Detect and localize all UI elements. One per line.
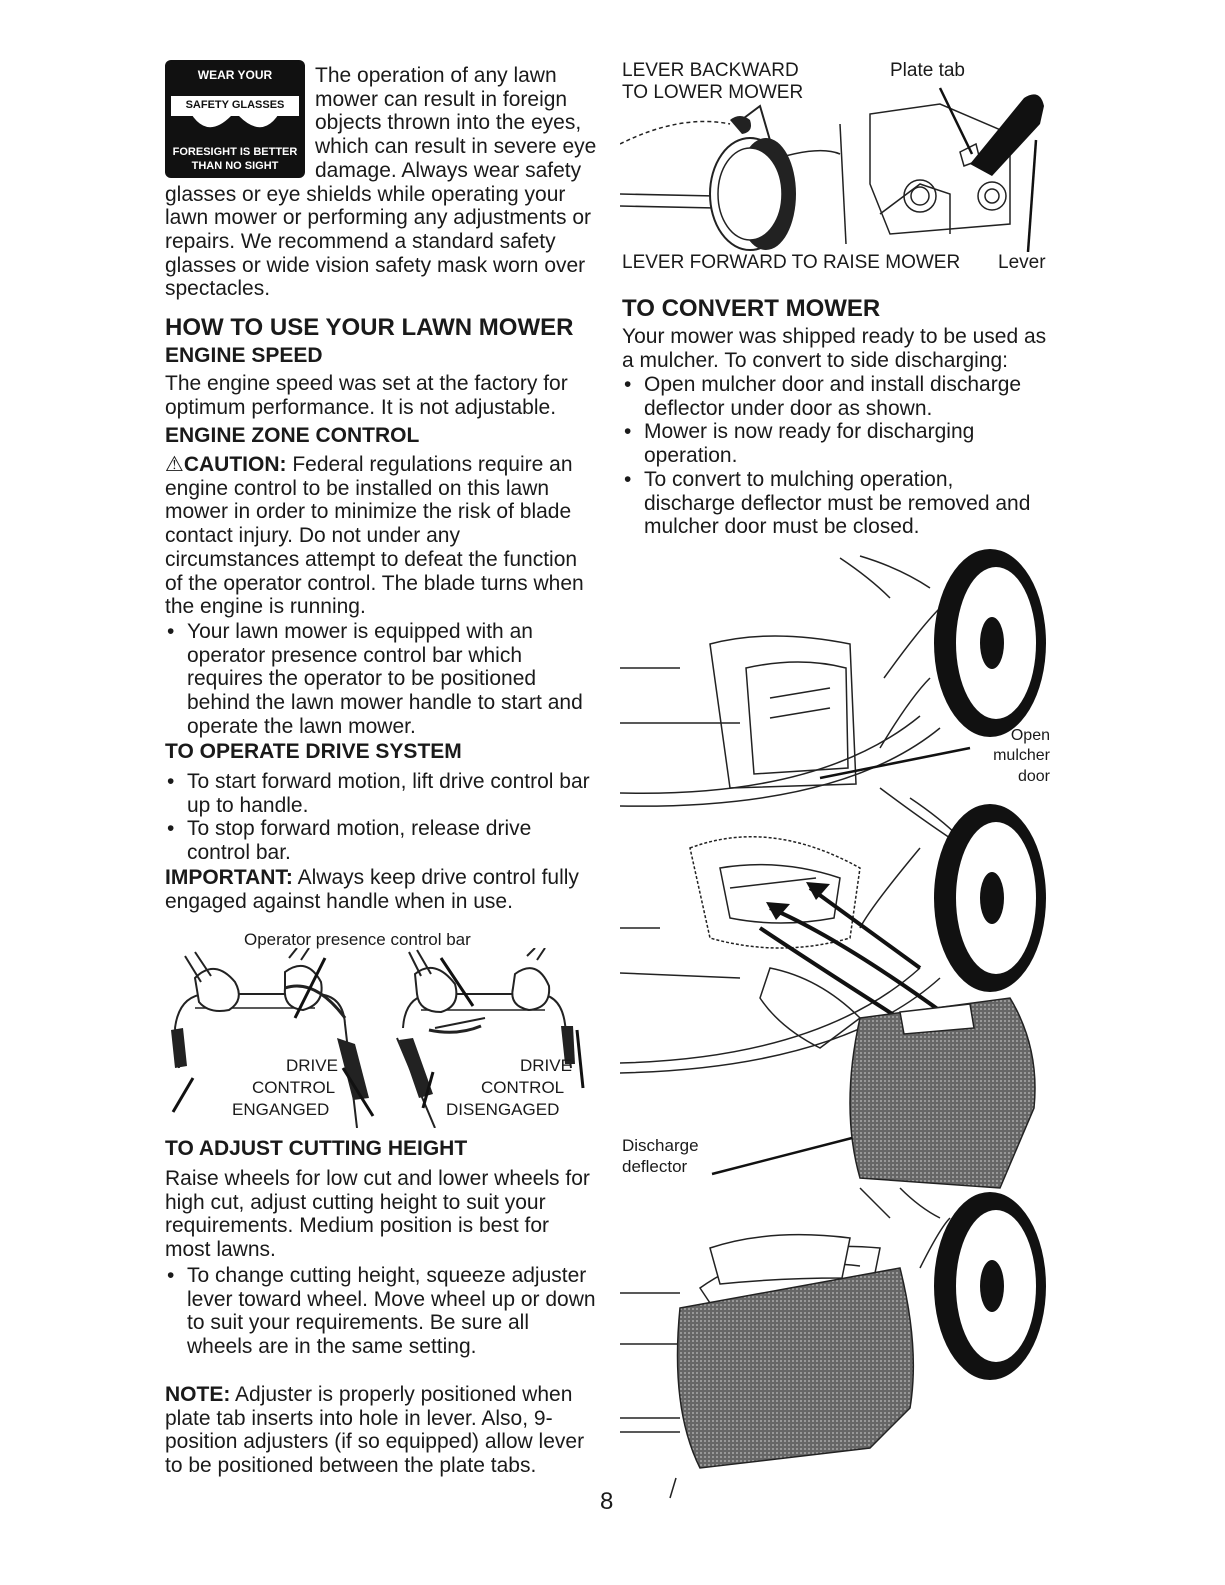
- open-mulcher-label-1: Open: [1010, 727, 1050, 744]
- engine-zone-bullets: Your lawn mower is equipped with an oper…: [165, 620, 597, 739]
- badge-float-spacer: [165, 64, 315, 182]
- figure-label-left-2: CONTROL: [252, 1078, 336, 1097]
- list-item: Open mulcher door and install discharge …: [622, 373, 1040, 420]
- important-paragraph: IMPORTANT: Always keep drive control ful…: [165, 866, 597, 913]
- intro-text: The operation of any lawn mower can resu…: [165, 64, 597, 301]
- lever-backward-label-2: TO LOWER MOWER: [622, 82, 804, 103]
- wheel-adjuster-illustration: [620, 87, 1044, 252]
- list-item: Your lawn mower is equipped with an oper…: [165, 620, 597, 739]
- figure-label-right-2: CONTROL: [481, 1078, 565, 1097]
- lever-forward-label: LEVER FORWARD TO RAISE MOWER: [622, 252, 961, 273]
- convert-heading: TO CONVERT MOWER: [622, 295, 881, 322]
- engine-speed-text: The engine speed was set at the factory …: [165, 372, 568, 419]
- caution-text: Federal regulations require an engine co…: [165, 453, 584, 619]
- figure-label-right-3: DISENGAGED: [446, 1100, 560, 1119]
- important-label: IMPORTANT:: [165, 866, 293, 889]
- badge-line-3: FORESIGHT IS BETTER: [172, 146, 298, 158]
- list-item: To start forward motion, lift drive cont…: [165, 770, 597, 817]
- cutting-height-bullets: To change cutting height, squeeze adjust…: [165, 1264, 597, 1359]
- safety-glasses-badge: WEAR YOUR SAFETY GLASSES FORESIGHT IS BE…: [165, 60, 305, 178]
- open-mulcher-label-3: door: [1017, 768, 1050, 785]
- caution-icon: ⚠: [165, 453, 184, 476]
- page-number: 8: [600, 1488, 614, 1515]
- safety-glasses-icon: [171, 96, 299, 128]
- note-text: Adjuster is properly positioned when pla…: [165, 1383, 585, 1478]
- drive-system-heading: TO OPERATE DRIVE SYSTEM: [165, 740, 462, 763]
- lever-backward-label-1: LEVER BACKWARD: [622, 60, 799, 81]
- badge-line-2: SAFETY GLASSES: [185, 99, 285, 111]
- list-item: Mower is now ready for discharging opera…: [622, 420, 1040, 467]
- intro-paragraph: The operation of any lawn mower can resu…: [165, 64, 597, 301]
- plate-tab-label: Plate tab: [890, 60, 965, 81]
- note-label: NOTE:: [165, 1383, 231, 1406]
- important-text: Always keep drive control fully engaged …: [165, 866, 579, 913]
- figure-label-left-3: ENGANGED: [232, 1100, 330, 1119]
- cutting-height-text: Raise wheels for low cut and lower wheel…: [165, 1167, 590, 1262]
- operator-presence-illustration: [171, 948, 585, 1128]
- engine-zone-heading: ENGINE ZONE CONTROL: [165, 424, 420, 447]
- note-paragraph: NOTE: Adjuster is properly positioned wh…: [165, 1383, 585, 1478]
- lever-label: Lever: [998, 252, 1046, 273]
- list-item: To change cutting height, squeeze adjust…: [165, 1264, 597, 1359]
- how-to-use-heading: HOW TO USE YOUR LAWN MOWER: [165, 314, 574, 341]
- figure-label-left-1: DRIVE: [286, 1056, 338, 1075]
- drive-system-bullets: To start forward motion, lift drive cont…: [165, 770, 597, 865]
- list-item: To convert to mulching operation, discha…: [622, 468, 1040, 539]
- figure-label-right-1: DRIVE: [520, 1056, 572, 1075]
- badge-line-4: THAN NO SIGHT: [191, 160, 279, 172]
- engine-speed-heading: ENGINE SPEED: [165, 344, 323, 367]
- discharge-deflector-label-2: deflector: [622, 1157, 688, 1176]
- convert-text: Your mower was shipped ready to be used …: [622, 325, 1047, 372]
- convert-bullets: Open mulcher door and install discharge …: [622, 373, 1040, 539]
- figure-label-operator-bar: Operator presence control bar: [244, 930, 471, 949]
- cutting-height-heading: TO ADJUST CUTTING HEIGHT: [165, 1137, 468, 1160]
- open-mulcher-label-2: mulcher: [993, 747, 1050, 764]
- caution-label: CAUTION:: [183, 453, 287, 476]
- list-item: To stop forward motion, release drive co…: [165, 817, 597, 864]
- discharge-deflector-label-1: Discharge: [622, 1136, 699, 1155]
- mower-conversion-illustration: [620, 549, 1046, 1499]
- caution-paragraph: ⚠CAUTION: Federal regulations require an…: [165, 453, 597, 619]
- badge-line-1: WEAR YOUR: [197, 68, 273, 82]
